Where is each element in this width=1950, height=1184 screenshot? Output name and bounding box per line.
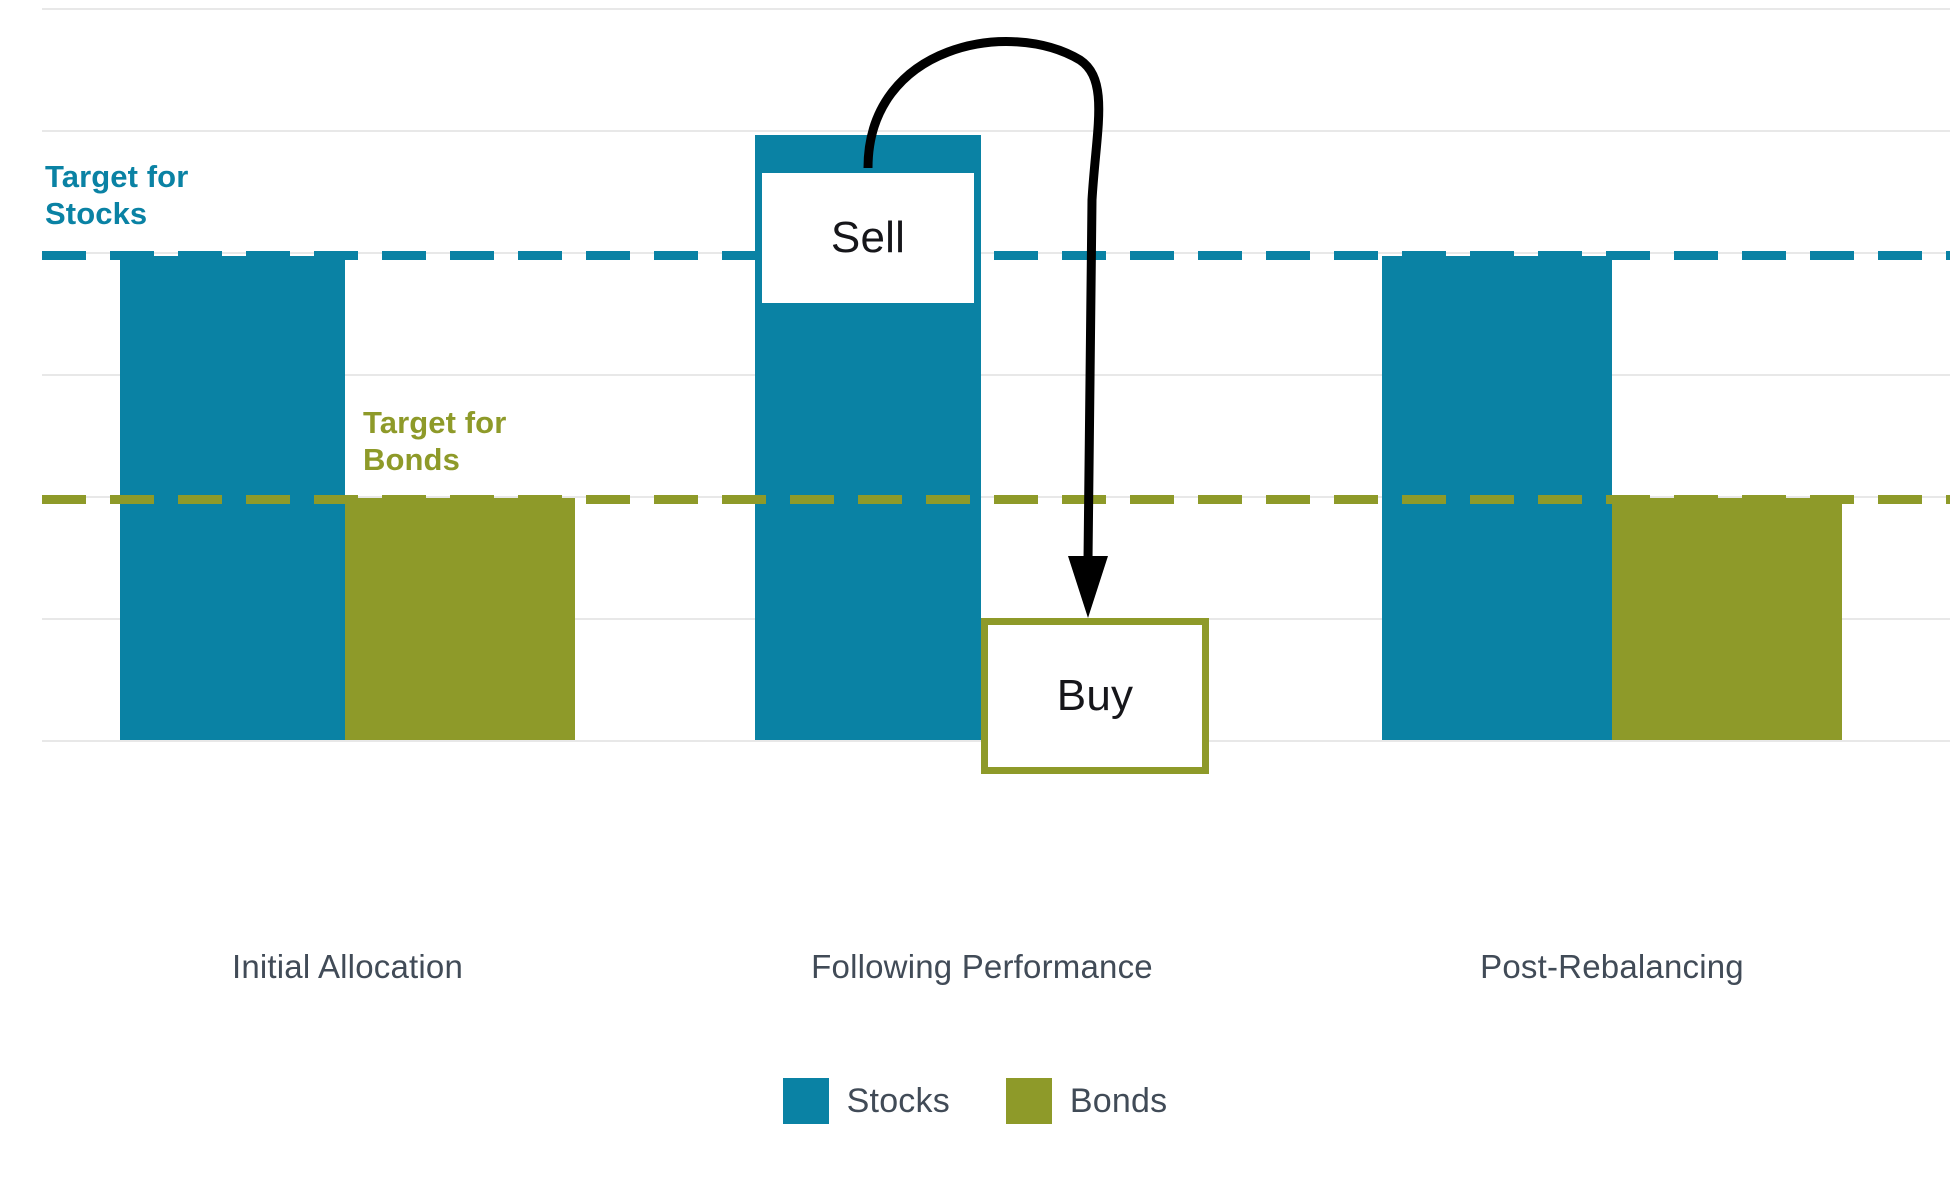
target-for-bonds-label: Target for Bonds: [363, 404, 507, 477]
sell-label: Sell: [830, 213, 906, 262]
target-for-stocks-label: Target for Stocks: [45, 158, 189, 231]
legend-label-stocks: Stocks: [846, 1081, 950, 1120]
legend-swatch-stocks: [782, 1078, 829, 1124]
category-label-post-rebalancing: Post-Rebalancing: [1480, 948, 1744, 985]
legend-item-bonds: Bonds: [1005, 1078, 1168, 1124]
legend-label-bonds: Bonds: [1069, 1081, 1168, 1120]
category-label-initial-allocation: Initial Allocation: [231, 948, 464, 985]
buy-label: Buy: [1056, 671, 1134, 720]
plot-area: Target for Stocks Target for Bonds Sell …: [42, 8, 1950, 774]
chart-legend: Stocks Bonds: [0, 1078, 1950, 1124]
legend-swatch-bonds: [1005, 1078, 1052, 1124]
buy-annotation-box: Buy: [981, 618, 1209, 774]
category-label-following-performance: Following Performance: [811, 948, 1153, 985]
bar-bonds-post-rebalancing: [1612, 498, 1842, 740]
gridline-100: [42, 130, 1950, 132]
target-line-bonds: [42, 495, 1950, 504]
gridline-120: [42, 8, 1950, 10]
bar-bonds-initial-allocation: [345, 498, 575, 740]
legend-item-stocks: Stocks: [782, 1078, 950, 1124]
sell-annotation-box: Sell: [755, 166, 981, 310]
target-line-stocks: [42, 251, 1950, 260]
